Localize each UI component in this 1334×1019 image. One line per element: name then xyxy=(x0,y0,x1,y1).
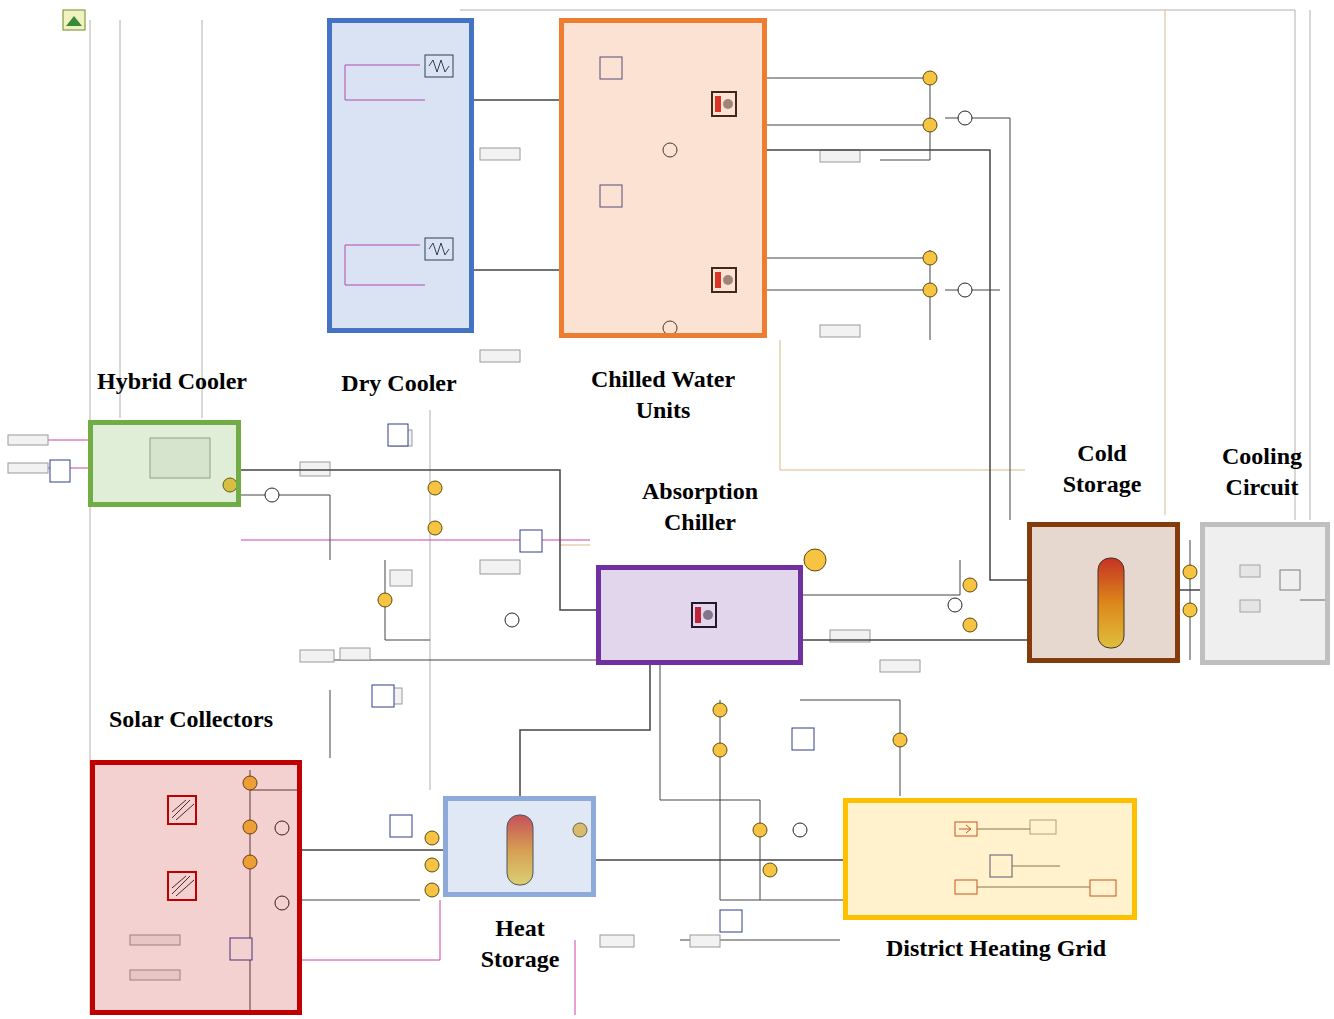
pipe-connector xyxy=(520,665,650,796)
region-box: District Heating Grid xyxy=(843,798,1137,920)
pipe-connector xyxy=(474,269,559,271)
region-box: Cold Storage xyxy=(1027,522,1180,663)
region-label: Chilled Water Units xyxy=(568,364,758,426)
model-icon xyxy=(66,16,82,26)
region-box: Cooling Circuit xyxy=(1200,522,1330,665)
wire xyxy=(90,10,1310,1015)
region-label: Dry Cooler xyxy=(324,368,474,399)
pipe-connector xyxy=(1180,589,1200,591)
region-label: Cold Storage xyxy=(1047,438,1157,500)
wire xyxy=(560,10,1165,545)
pipe-connector xyxy=(767,150,1027,580)
region-box: Absorption Chiller xyxy=(596,565,803,665)
region-label: District Heating Grid xyxy=(846,933,1146,964)
region-label: Solar Collectors xyxy=(76,704,306,735)
splitter-symbol xyxy=(804,549,826,571)
pipe-connector xyxy=(803,639,1027,641)
region-label: Cooling Circuit xyxy=(1202,441,1322,503)
region-box: Solar Collectors xyxy=(90,760,302,1015)
region-box: Chilled Water Units xyxy=(559,18,767,338)
region-label: Heat Storage xyxy=(465,913,575,975)
pipe-connector xyxy=(596,859,843,861)
region-label: Absorption Chiller xyxy=(615,476,785,538)
pipe-connector xyxy=(474,99,559,101)
region-box: Dry Cooler xyxy=(327,18,474,333)
pipe-connector xyxy=(302,849,443,851)
model-icon xyxy=(63,10,85,30)
region-box: Hybrid Cooler xyxy=(88,420,241,507)
region-box: Heat Storage xyxy=(443,796,596,897)
pipe-connector xyxy=(241,470,596,610)
region-label: Hybrid Cooler xyxy=(77,366,267,397)
